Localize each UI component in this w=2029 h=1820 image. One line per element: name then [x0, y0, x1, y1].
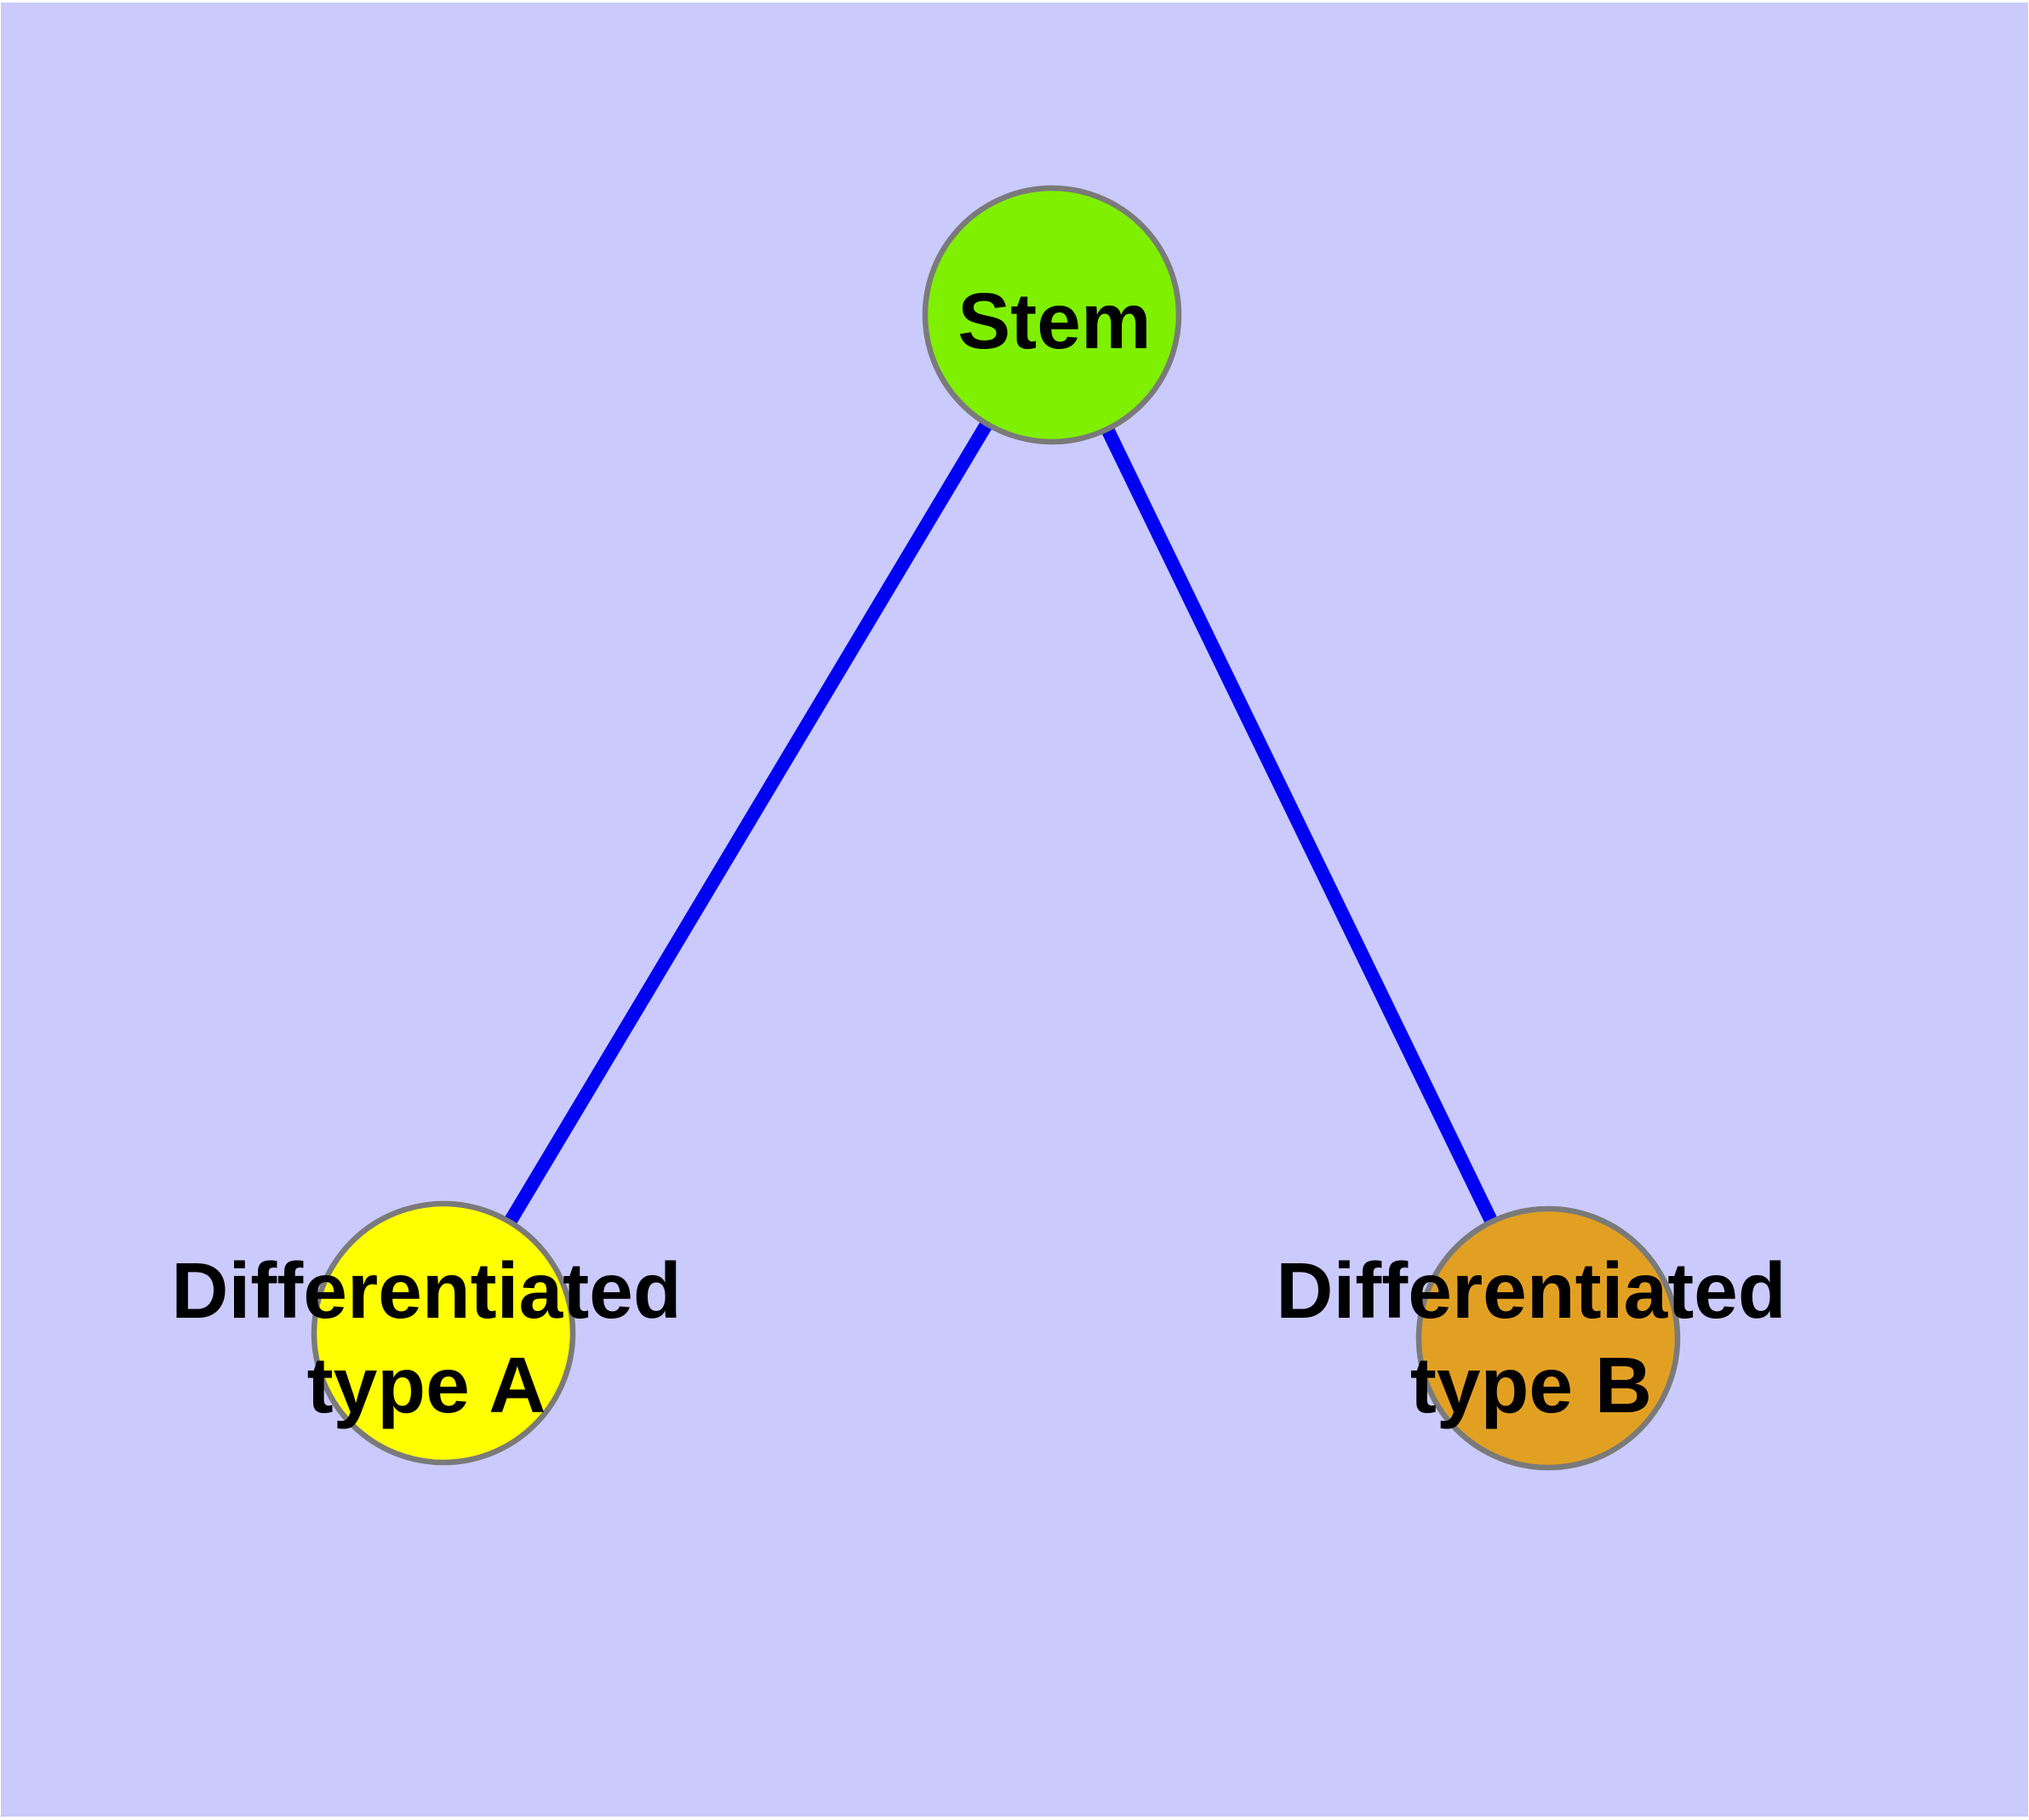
node-stem-circle	[922, 185, 1182, 445]
edge-stem-to-differentiated-type-b	[1045, 312, 1555, 1342]
node-differentiated-type-a-label-line-1: Differentiated	[171, 1246, 681, 1335]
edge-stem-to-differentiated-type-a	[437, 311, 1058, 1337]
node-differentiated-type-b-circle	[1415, 1205, 1681, 1471]
node-differentiated-type-b-label-line-1: Differentiated	[1276, 1246, 1786, 1335]
node-differentiated-type-a-label-line-2: type A	[307, 1341, 546, 1429]
node-differentiated-type-a-circle	[311, 1200, 576, 1466]
node-stem-label: Stem	[957, 277, 1151, 365]
node-stem-label-line-1: Stem	[957, 277, 1151, 365]
edges-layer	[437, 311, 1555, 1342]
node-stem: Stem	[922, 185, 1182, 445]
node-differentiated-type-b-label-line-2: type B	[1410, 1341, 1652, 1429]
